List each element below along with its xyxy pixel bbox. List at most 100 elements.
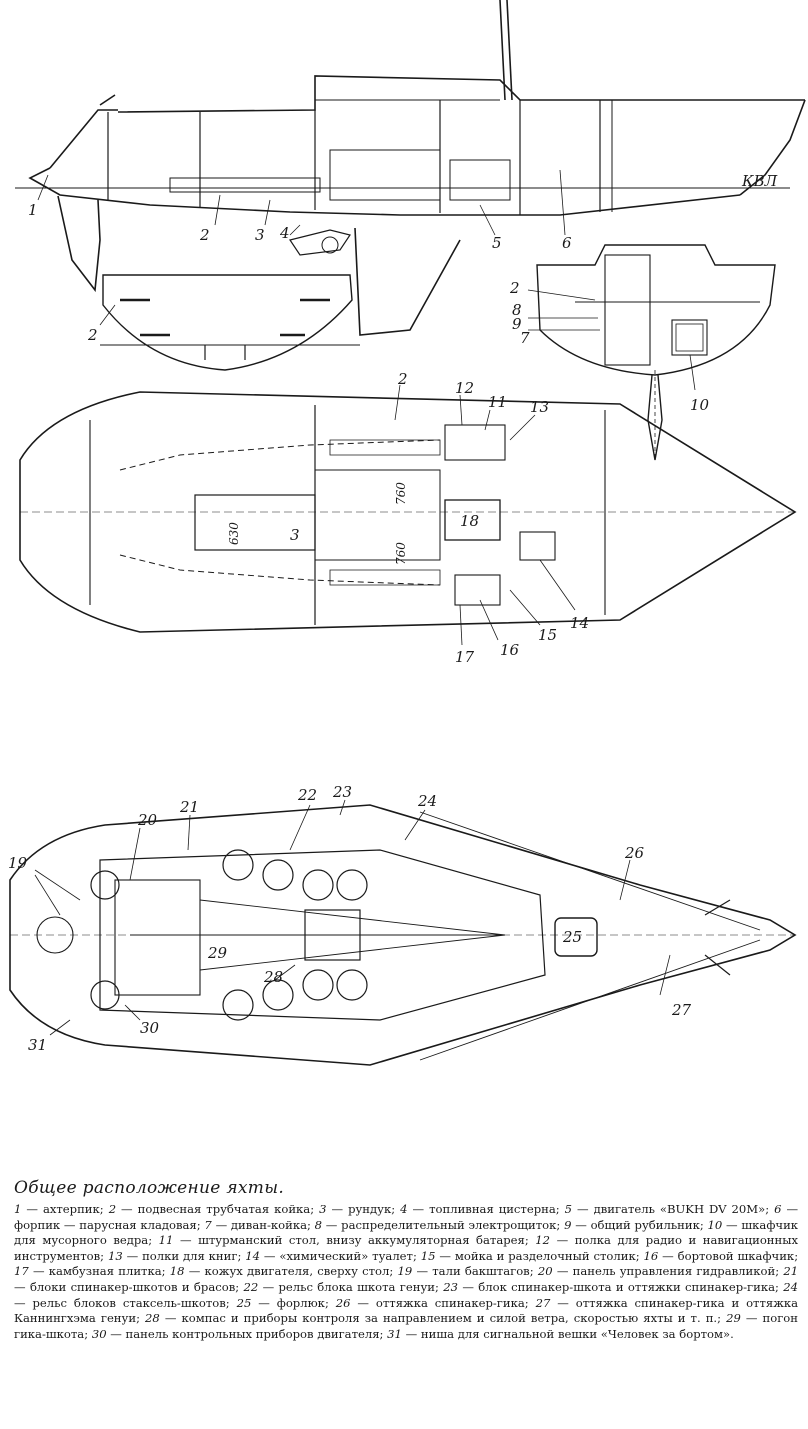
profile-label-6: 6 (562, 234, 572, 252)
plan-label-18: 18 (460, 512, 479, 530)
legend-item-text: кожух двигателя, сверху стол (204, 1264, 390, 1279)
profile-labels: 1 2 3 4 5 6 (28, 201, 572, 252)
dimension-760-lower: 760 (394, 542, 408, 565)
legend-item-text: «химический» туалет (279, 1248, 413, 1263)
legend-item-text: ниша для сигнальной вешки «Человек за бо… (420, 1326, 731, 1341)
legend-item-text: топливная цистерна (429, 1202, 556, 1216)
caption-title: Общее расположение яхты. (14, 1178, 285, 1198)
legend-item-text: рельс блоков стаксель-шкотов (32, 1295, 226, 1310)
legend-item-number: 24 (783, 1279, 799, 1294)
legend-item-text: мойка и разделочный столик (454, 1248, 636, 1263)
legend-item-number: 6 (774, 1202, 782, 1216)
legend-item-number: 31 (387, 1326, 402, 1341)
legend-item-text: штурманский стол, внизу аккумуляторная б… (198, 1233, 525, 1248)
profile-label-2: 2 (199, 226, 210, 244)
legend-item-number: 23 (443, 1279, 459, 1294)
legend-item-number: 4 (400, 1202, 408, 1216)
plan-label-13: 13 (530, 398, 549, 416)
waterline-label: КВЛ (741, 172, 778, 190)
legend-item-number: 14 (245, 1248, 261, 1263)
legend-item-text: полка для радио и навигационных инструме… (14, 1233, 799, 1263)
legend-item-number: 22 (243, 1279, 259, 1294)
mid-section-label-9: 9 (512, 315, 522, 333)
legend-item-number: 12 (535, 1233, 551, 1248)
legend-item-text: блок спинакер-шкота и оттяжки спинакер-г… (478, 1279, 776, 1294)
legend-item-text: шкафчик для мусорного ведра (14, 1217, 799, 1248)
plan-label-14: 14 (570, 614, 589, 632)
profile-label-3: 3 (255, 226, 265, 244)
mid-section-label-10: 10 (690, 396, 710, 414)
deck-label-26: 26 (624, 844, 645, 862)
legend-item-text: погон гика-шкота (14, 1311, 799, 1341)
dimension-630: 630 (227, 522, 241, 545)
legend-item-text: диван-койка (230, 1217, 307, 1232)
plan-label-2: 2 (397, 370, 408, 388)
aft-section-view (99, 274, 360, 371)
legend-item-text: рундук (348, 1202, 392, 1216)
plan-label-17: 17 (455, 648, 475, 666)
deck-label-22: 22 (297, 786, 317, 804)
legend-item-text: оттяжка спинакер-гика (375, 1295, 525, 1310)
deck-label-27: 27 (671, 1001, 692, 1019)
legend-item-text: камбузная плитка (48, 1264, 162, 1279)
profile-label-5: 5 (492, 234, 502, 252)
legend-item-text: оттяжка спинакер-гика и оттяжка Каннингх… (14, 1295, 799, 1326)
plan-label-11: 11 (488, 393, 507, 411)
legend-item-text: двигатель «BUKH DV 20M» (593, 1202, 766, 1216)
dimension-760-upper: 760 (394, 482, 408, 505)
deck-label-28: 28 (263, 968, 283, 986)
plan-view (19, 384, 797, 646)
legend-item-number: 18 (169, 1264, 185, 1279)
profile-label-4: 4 (279, 224, 290, 242)
deck-label-21: 21 (179, 798, 199, 816)
legend-item-number: 19 (397, 1264, 413, 1279)
plan-label-12: 12 (455, 379, 474, 397)
legend-item-number: 1 (14, 1202, 22, 1216)
plan-labels: 2 12 11 13 3 18 14 15 16 17 (290, 370, 589, 666)
legend-item-number: 11 (158, 1233, 174, 1248)
legend-item-text: панель управления гидравликой (572, 1264, 776, 1279)
deck-label-20: 20 (137, 811, 158, 829)
legend-item-number: 29 (726, 1311, 741, 1326)
deck-label-24: 24 (417, 792, 437, 810)
legend-item-text: тали бакштагов (432, 1264, 530, 1279)
legend-item-number: 20 (537, 1264, 553, 1279)
plan-label-15: 15 (538, 626, 557, 644)
deck-label-30: 30 (140, 1019, 160, 1037)
legend-item-text: рельс блока шкота генуи (278, 1279, 435, 1294)
mid-section-label-7: 7 (520, 329, 530, 347)
plan-label-3: 3 (290, 526, 300, 544)
legend-item-number: 27 (535, 1295, 551, 1310)
legend-item-text: блоки спинакер-шкотов и брасов (29, 1279, 236, 1294)
plan-dimensions: 630 760 760 (227, 482, 408, 565)
mid-section-labels: 2 8 9 7 10 (509, 279, 710, 414)
legend-item-number: 13 (107, 1248, 123, 1263)
caption-legend: 1 — ахтерпик; 2 — подвесная трубчатая ко… (14, 1202, 799, 1341)
deck-label-19: 19 (8, 854, 28, 872)
legend-item-number: 5 (564, 1202, 573, 1216)
legend-item-text: ахтерпик (42, 1202, 100, 1216)
deck-plan-view (9, 799, 797, 1066)
side-profile-view (15, 0, 806, 336)
legend-item-text: общий рубильник (590, 1217, 700, 1232)
legend-item-text: полки для книг (142, 1248, 238, 1263)
legend-item-number: 9 (564, 1217, 572, 1232)
legend-item-text: распределительный электрощиток (341, 1217, 557, 1232)
deck-label-31: 31 (28, 1036, 47, 1054)
legend-item-number: 16 (643, 1248, 659, 1263)
deck-label-25: 25 (562, 928, 582, 946)
legend-item-number: 30 (91, 1326, 107, 1341)
legend-item-number: 17 (14, 1264, 29, 1279)
legend-item-text: форлюк (276, 1295, 325, 1310)
legend-item-number: 15 (420, 1248, 436, 1263)
aft-section-label-2: 2 (87, 326, 98, 344)
legend-item-number: 7 (204, 1217, 212, 1232)
deck-label-29: 29 (207, 944, 228, 962)
legend-item-number: 21 (783, 1264, 799, 1279)
legend-item-text: панель контрольных приборов двигателя (125, 1326, 380, 1341)
profile-label-1: 1 (28, 201, 38, 219)
plan-label-16: 16 (500, 641, 520, 659)
legend-item-number: 8 (314, 1217, 323, 1232)
legend-item-number: 2 (108, 1202, 117, 1216)
legend-item-text: форпик — парусная кладовая (14, 1217, 197, 1232)
